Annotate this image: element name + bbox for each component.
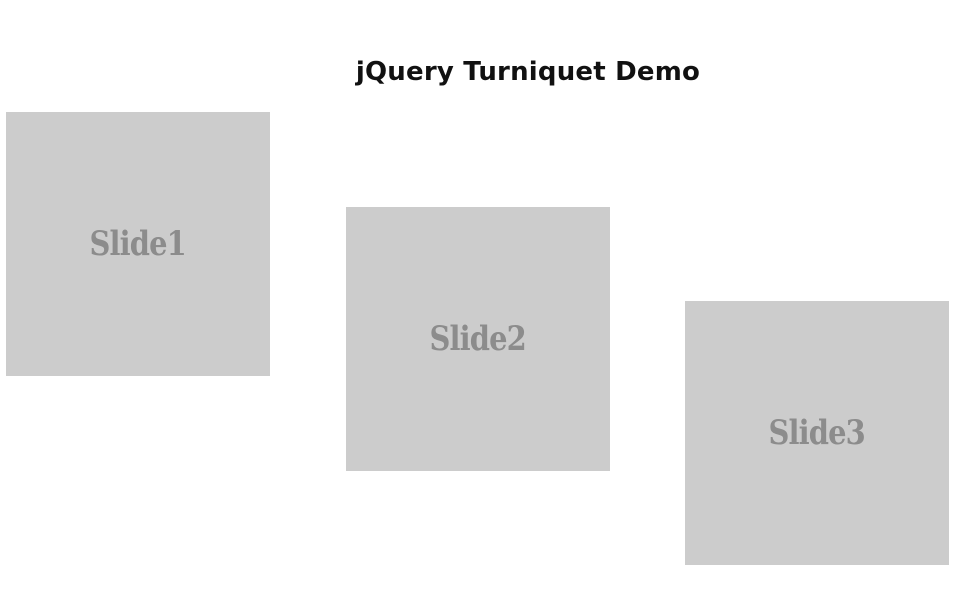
slide-label: Slide1: [89, 224, 187, 264]
page-title: jQuery Turniquet Demo: [355, 57, 701, 87]
slide-label: Slide2: [429, 319, 527, 359]
slide-2[interactable]: Slide2: [346, 207, 610, 471]
slide-label: Slide3: [768, 413, 866, 453]
slide-3[interactable]: Slide3: [685, 301, 949, 565]
slide-1[interactable]: Slide1: [6, 112, 270, 376]
